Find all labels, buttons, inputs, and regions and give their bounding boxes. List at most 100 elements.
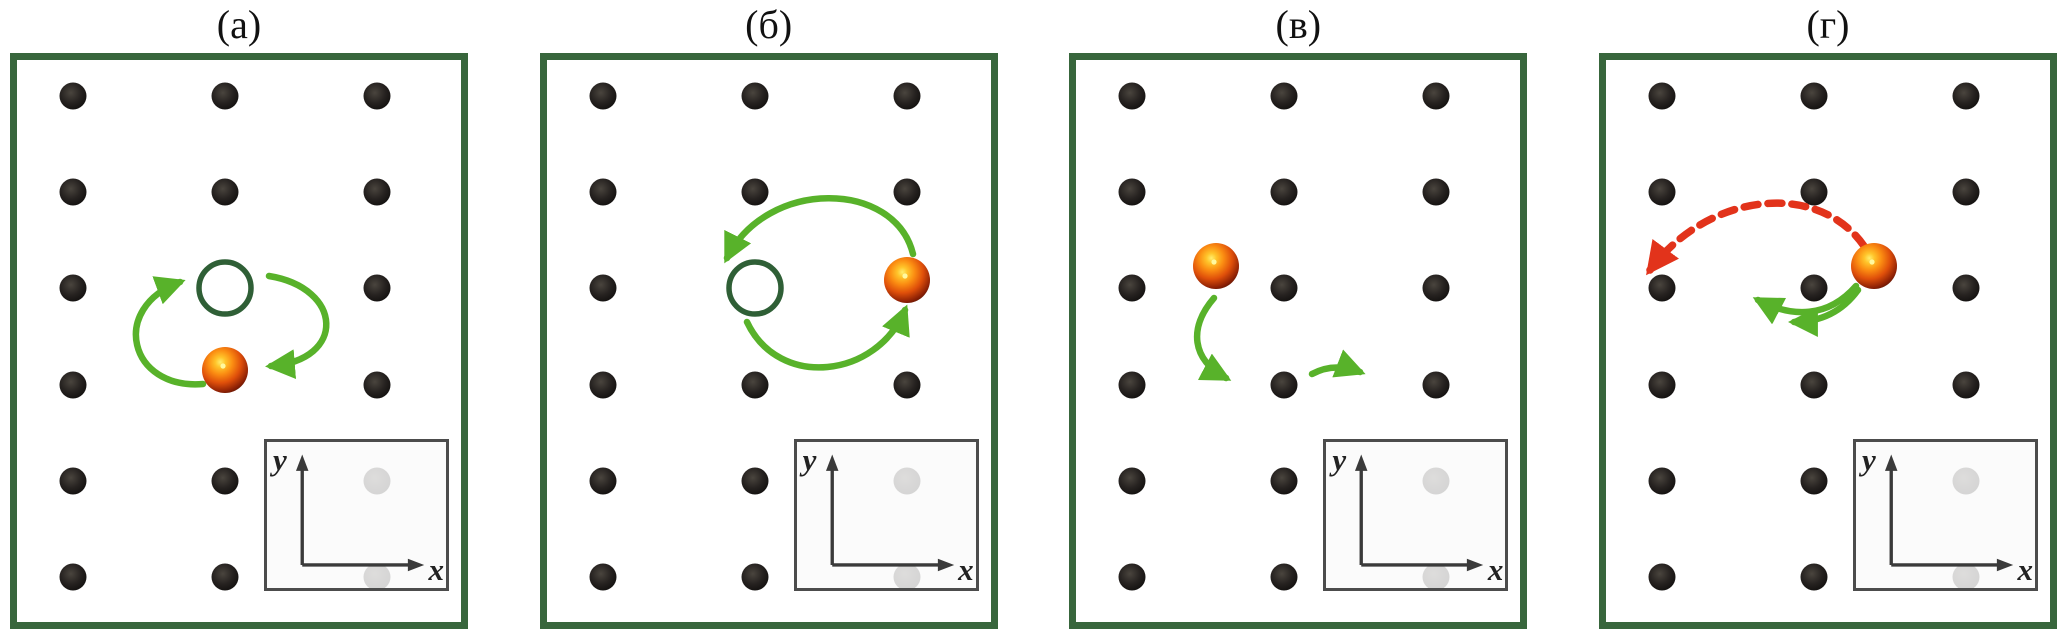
- axes-icon: [1355, 454, 1484, 572]
- axes-icon: [825, 454, 954, 572]
- lattice-dot: [1270, 563, 1298, 591]
- x-axis-label: x: [958, 552, 974, 587]
- lattice-dot: [59, 563, 87, 591]
- x-axis-label: x: [428, 552, 445, 587]
- lattice-panel-c: y x: [1069, 53, 1528, 629]
- adatom-highlight: [220, 363, 226, 369]
- axes-icon: [295, 454, 425, 572]
- lattice-dot: [893, 371, 921, 399]
- adatom-highlight: [902, 273, 908, 279]
- rotation-arrow-top: [723, 195, 916, 264]
- lattice-dot: [1270, 178, 1298, 206]
- lattice-dot: [589, 82, 617, 110]
- adatom: [1850, 243, 1897, 289]
- lattice-dot: [1422, 274, 1450, 302]
- lattice-dot: [211, 467, 239, 495]
- lattice-dot: [59, 274, 87, 302]
- lattice-dot: [59, 371, 87, 399]
- lattice-dot: [589, 178, 617, 206]
- lattice-dot: [589, 371, 617, 399]
- adatom: [202, 347, 248, 393]
- lattice-dot: [211, 563, 239, 591]
- lattice-dot: [1952, 178, 1980, 206]
- lattice-dot: [741, 467, 769, 495]
- y-axis-label: y: [273, 442, 287, 477]
- panel-b-label: (б): [745, 2, 793, 47]
- coordinate-inset: y x: [1323, 439, 1509, 591]
- long-jump-arrow: [1646, 199, 1868, 276]
- panel-c: (в) y x: [1069, 2, 1528, 629]
- lattice-dot: [1800, 467, 1828, 495]
- hop-arrow-down: [1194, 294, 1232, 382]
- lattice-dot: [1800, 274, 1828, 302]
- lattice-dot: [363, 82, 391, 110]
- lattice-dot: [1648, 82, 1676, 110]
- lattice-dot: [211, 178, 239, 206]
- lattice-dot: [59, 82, 87, 110]
- lattice-panel-b: y x: [539, 53, 998, 629]
- x-axis-label: x: [1487, 552, 1504, 587]
- lattice-dot: [1952, 274, 1980, 302]
- lattice-dot: [59, 467, 87, 495]
- lattice-dot: [741, 178, 769, 206]
- panel-a-label: (а): [216, 2, 262, 47]
- lattice-dot: [1118, 371, 1146, 399]
- panel-a: (а) y x: [10, 2, 468, 629]
- axes-icon: [1884, 454, 2014, 572]
- hop-arrow-right: [1309, 349, 1366, 378]
- lattice-dot: [1118, 467, 1146, 495]
- lattice-dot: [1118, 274, 1146, 302]
- panel-d: (г) y x: [1598, 2, 2057, 629]
- coordinate-inset: y x: [1852, 439, 2038, 591]
- x-axis-label: x: [2017, 552, 2033, 587]
- lattice-dot: [1800, 371, 1828, 399]
- lattice-dot: [741, 82, 769, 110]
- lattice-dot: [1800, 563, 1828, 591]
- lattice-dot: [589, 467, 617, 495]
- adatom-highlight: [1869, 259, 1875, 265]
- lattice-dot: [1800, 178, 1828, 206]
- lattice-dot: [1118, 563, 1146, 591]
- lattice-drawing: [1118, 82, 1450, 591]
- panel-d-label: (г): [1806, 2, 1850, 47]
- lattice-dot: [589, 563, 617, 591]
- lattice-dot: [1422, 371, 1450, 399]
- lattice-dot: [1952, 82, 1980, 110]
- y-axis-label: y: [1332, 442, 1347, 477]
- lattice-dot: [893, 82, 921, 110]
- lattice-dot: [1270, 371, 1298, 399]
- adatom-highlight: [1211, 259, 1217, 265]
- lattice-dot: [59, 178, 87, 206]
- lattice-dot: [363, 178, 391, 206]
- lattice-dot: [1800, 82, 1828, 110]
- lattice-dot: [1270, 274, 1298, 302]
- lattice-dot: [741, 371, 769, 399]
- vacancy-ring: [196, 259, 254, 317]
- lattice-dot: [1648, 467, 1676, 495]
- coordinate-inset: y x: [264, 439, 449, 591]
- lattice-dot: [1648, 563, 1676, 591]
- lattice-dot: [363, 274, 391, 302]
- panel-c-label: (в): [1275, 2, 1322, 47]
- lattice-dot: [1270, 467, 1298, 495]
- lattice-dot: [741, 563, 769, 591]
- lattice-dot: [1270, 82, 1298, 110]
- adatom: [1193, 243, 1240, 289]
- exchange-arrow-down: [265, 272, 330, 379]
- y-axis-label: y: [802, 442, 817, 477]
- lattice-dot: [1422, 178, 1450, 206]
- lattice-dot: [1118, 82, 1146, 110]
- rotation-arrow-bottom: [743, 304, 910, 371]
- lattice-dot: [1952, 371, 1980, 399]
- lattice-dot: [1422, 82, 1450, 110]
- panel-b: (б) y x: [539, 2, 998, 629]
- lattice-panel-d: y x: [1598, 53, 2057, 629]
- lattice-panel-a: y x: [10, 53, 468, 629]
- lattice-dot: [363, 371, 391, 399]
- lattice-dot: [1648, 371, 1676, 399]
- vacancy-ring: [725, 259, 784, 317]
- exchange-arrow-up: [132, 276, 207, 388]
- lattice-dot: [589, 274, 617, 302]
- adatom: [883, 257, 930, 303]
